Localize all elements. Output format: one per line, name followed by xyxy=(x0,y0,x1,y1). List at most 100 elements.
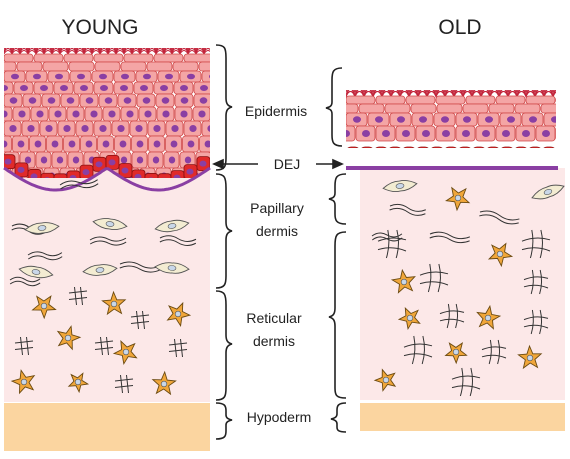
old-stratum-corneum-fiber xyxy=(346,90,556,94)
old-reticular-fiber-strand xyxy=(455,303,459,329)
young-basal-cell xyxy=(144,173,159,178)
old-stratum-corneum-fiber xyxy=(346,90,556,97)
label-papillary-line2: dermis xyxy=(256,223,298,239)
old-keratinocyte-nucleus xyxy=(402,130,410,137)
old-reticular-fiber-strand xyxy=(421,335,425,365)
old-reticular-fiber xyxy=(523,269,549,295)
old-reticular-fiber-strand xyxy=(419,281,449,286)
old-reticular-fiber-strand xyxy=(539,229,543,259)
young-reticular-fiber-strand xyxy=(14,347,34,350)
young-keratinocyte-nucleus xyxy=(72,110,80,118)
old-basal-nucleus xyxy=(378,153,385,159)
young-papillary-fiber-strand xyxy=(27,251,63,257)
young-keratinocyte-nucleus xyxy=(4,85,8,91)
brace-epidermis-young xyxy=(215,44,233,171)
young-papillary-fiber xyxy=(59,179,99,190)
young-keratinocyte-nucleus xyxy=(144,110,152,118)
young-keratinocyte-cell xyxy=(146,61,173,72)
old-keratinocyte-cell xyxy=(540,103,556,114)
young-keratinocyte-nucleus xyxy=(123,97,132,104)
old-reticular-fiber-strand xyxy=(419,271,449,276)
old-title: OLD xyxy=(438,16,481,39)
old-reticular-fiber-strand xyxy=(403,343,433,348)
young-keratinocyte-nucleus xyxy=(117,125,125,132)
young-keratinocyte-nucleus xyxy=(104,97,113,104)
young-keratinocyte-nucleus xyxy=(68,140,76,148)
young-keratinocyte-nucleus xyxy=(140,85,148,91)
young-keratinocyte-cell xyxy=(153,53,184,63)
old-collagen-fibers xyxy=(371,203,551,397)
young-reticular-fiber-strand xyxy=(126,374,129,394)
young-keratinocyte-nucleus xyxy=(20,85,28,91)
young-papillary-fiber-strand xyxy=(119,261,161,269)
old-keratinocyte-nucleus xyxy=(382,130,390,137)
old-papillary-fiber-strand xyxy=(389,207,426,216)
brace-reticular-young xyxy=(215,290,233,401)
young-keratinocyte-cell xyxy=(16,61,43,72)
old-reticular-fiber xyxy=(481,339,507,365)
young-fibroblast-nucleus xyxy=(167,223,177,229)
young-reticular-fiber-strand xyxy=(26,336,29,356)
young-keratinocyte-nucleus xyxy=(165,73,173,80)
young-dermis xyxy=(4,160,210,402)
old-keratinocyte-nucleus xyxy=(462,130,470,137)
young-keratinocyte-nucleus xyxy=(207,125,210,132)
old-keratinocyte-cell xyxy=(465,95,496,105)
young-papillary-fiber-strand xyxy=(59,179,98,186)
old-keratinocyte-nucleus xyxy=(441,116,449,123)
old-keratinocyte-nucleus xyxy=(353,116,361,123)
young-fibroblast xyxy=(154,219,190,233)
young-hypoderm xyxy=(4,403,210,451)
old-basal-cell xyxy=(417,146,429,148)
young-basal-cell xyxy=(40,172,55,178)
young-keratinocyte-nucleus xyxy=(168,156,176,164)
young-basal-nucleus xyxy=(30,173,38,178)
old-keratinocyte-cell xyxy=(410,103,437,114)
young-keratinocyte-nucleus xyxy=(121,73,129,80)
young-basal-nucleus xyxy=(173,174,181,178)
old-reticular-fiber-strand xyxy=(377,237,407,242)
old-keratinocyte-nucleus xyxy=(502,130,510,137)
brace-epidermis-old xyxy=(325,67,343,147)
old-fibroblast xyxy=(531,184,565,200)
old-keratinocyte-nucleus xyxy=(485,116,493,123)
young-keratinocyte-nucleus xyxy=(136,140,144,148)
young-reticular-fiber xyxy=(14,336,34,356)
old-basal-nucleus xyxy=(364,153,371,159)
young-keratinocyte-cell xyxy=(201,70,210,83)
young-keratinocyte-cell xyxy=(42,61,69,72)
young-keratinocyte-nucleus xyxy=(126,110,134,118)
old-hypoderm xyxy=(360,403,565,431)
brace-papillary-young xyxy=(215,173,233,289)
old-keratinocyte-nucleus xyxy=(463,116,471,123)
old-reticular-fiber-strand xyxy=(427,263,432,293)
old-epidermis xyxy=(346,90,556,159)
young-keratinocyte-nucleus xyxy=(80,85,88,91)
old-keratinocyte-cell xyxy=(525,95,556,105)
old-basal-cell xyxy=(431,146,443,148)
old-fibrocyte-nucleus xyxy=(496,250,504,258)
young-keratinocyte-nucleus xyxy=(56,156,64,164)
old-keratinocyte-cell xyxy=(346,95,376,105)
young-papillary-fiber-strand xyxy=(89,236,127,242)
old-reticular-fiber-strand xyxy=(459,367,464,397)
old-basal-cell xyxy=(347,146,359,148)
young-papillary-fiber xyxy=(89,236,127,246)
old-fibrocyte-nucleus xyxy=(406,314,414,322)
young-keratinocyte-nucleus xyxy=(180,85,188,91)
old-keratinocyte-nucleus xyxy=(482,130,490,137)
old-reticular-fiber-strand xyxy=(446,303,450,329)
young-basal-nucleus xyxy=(186,168,194,175)
old-keratinocyte-nucleus xyxy=(442,130,450,137)
old-keratinocyte-nucleus xyxy=(375,116,383,123)
old-keratinocyte-cell xyxy=(384,103,411,114)
old-reticular-fiber-strand xyxy=(377,247,407,252)
old-basal-nucleus xyxy=(392,153,399,159)
young-fibroblast xyxy=(154,262,190,274)
old-fibrocyte-nucleus xyxy=(382,376,390,384)
young-keratinocyte-nucleus xyxy=(187,140,195,148)
young-keratinocyte-nucleus xyxy=(66,97,75,104)
young-keratinocyte-nucleus xyxy=(161,97,170,104)
old-keratinocyte-cell xyxy=(358,103,385,114)
young-papillary-fiber-strand xyxy=(159,239,197,246)
